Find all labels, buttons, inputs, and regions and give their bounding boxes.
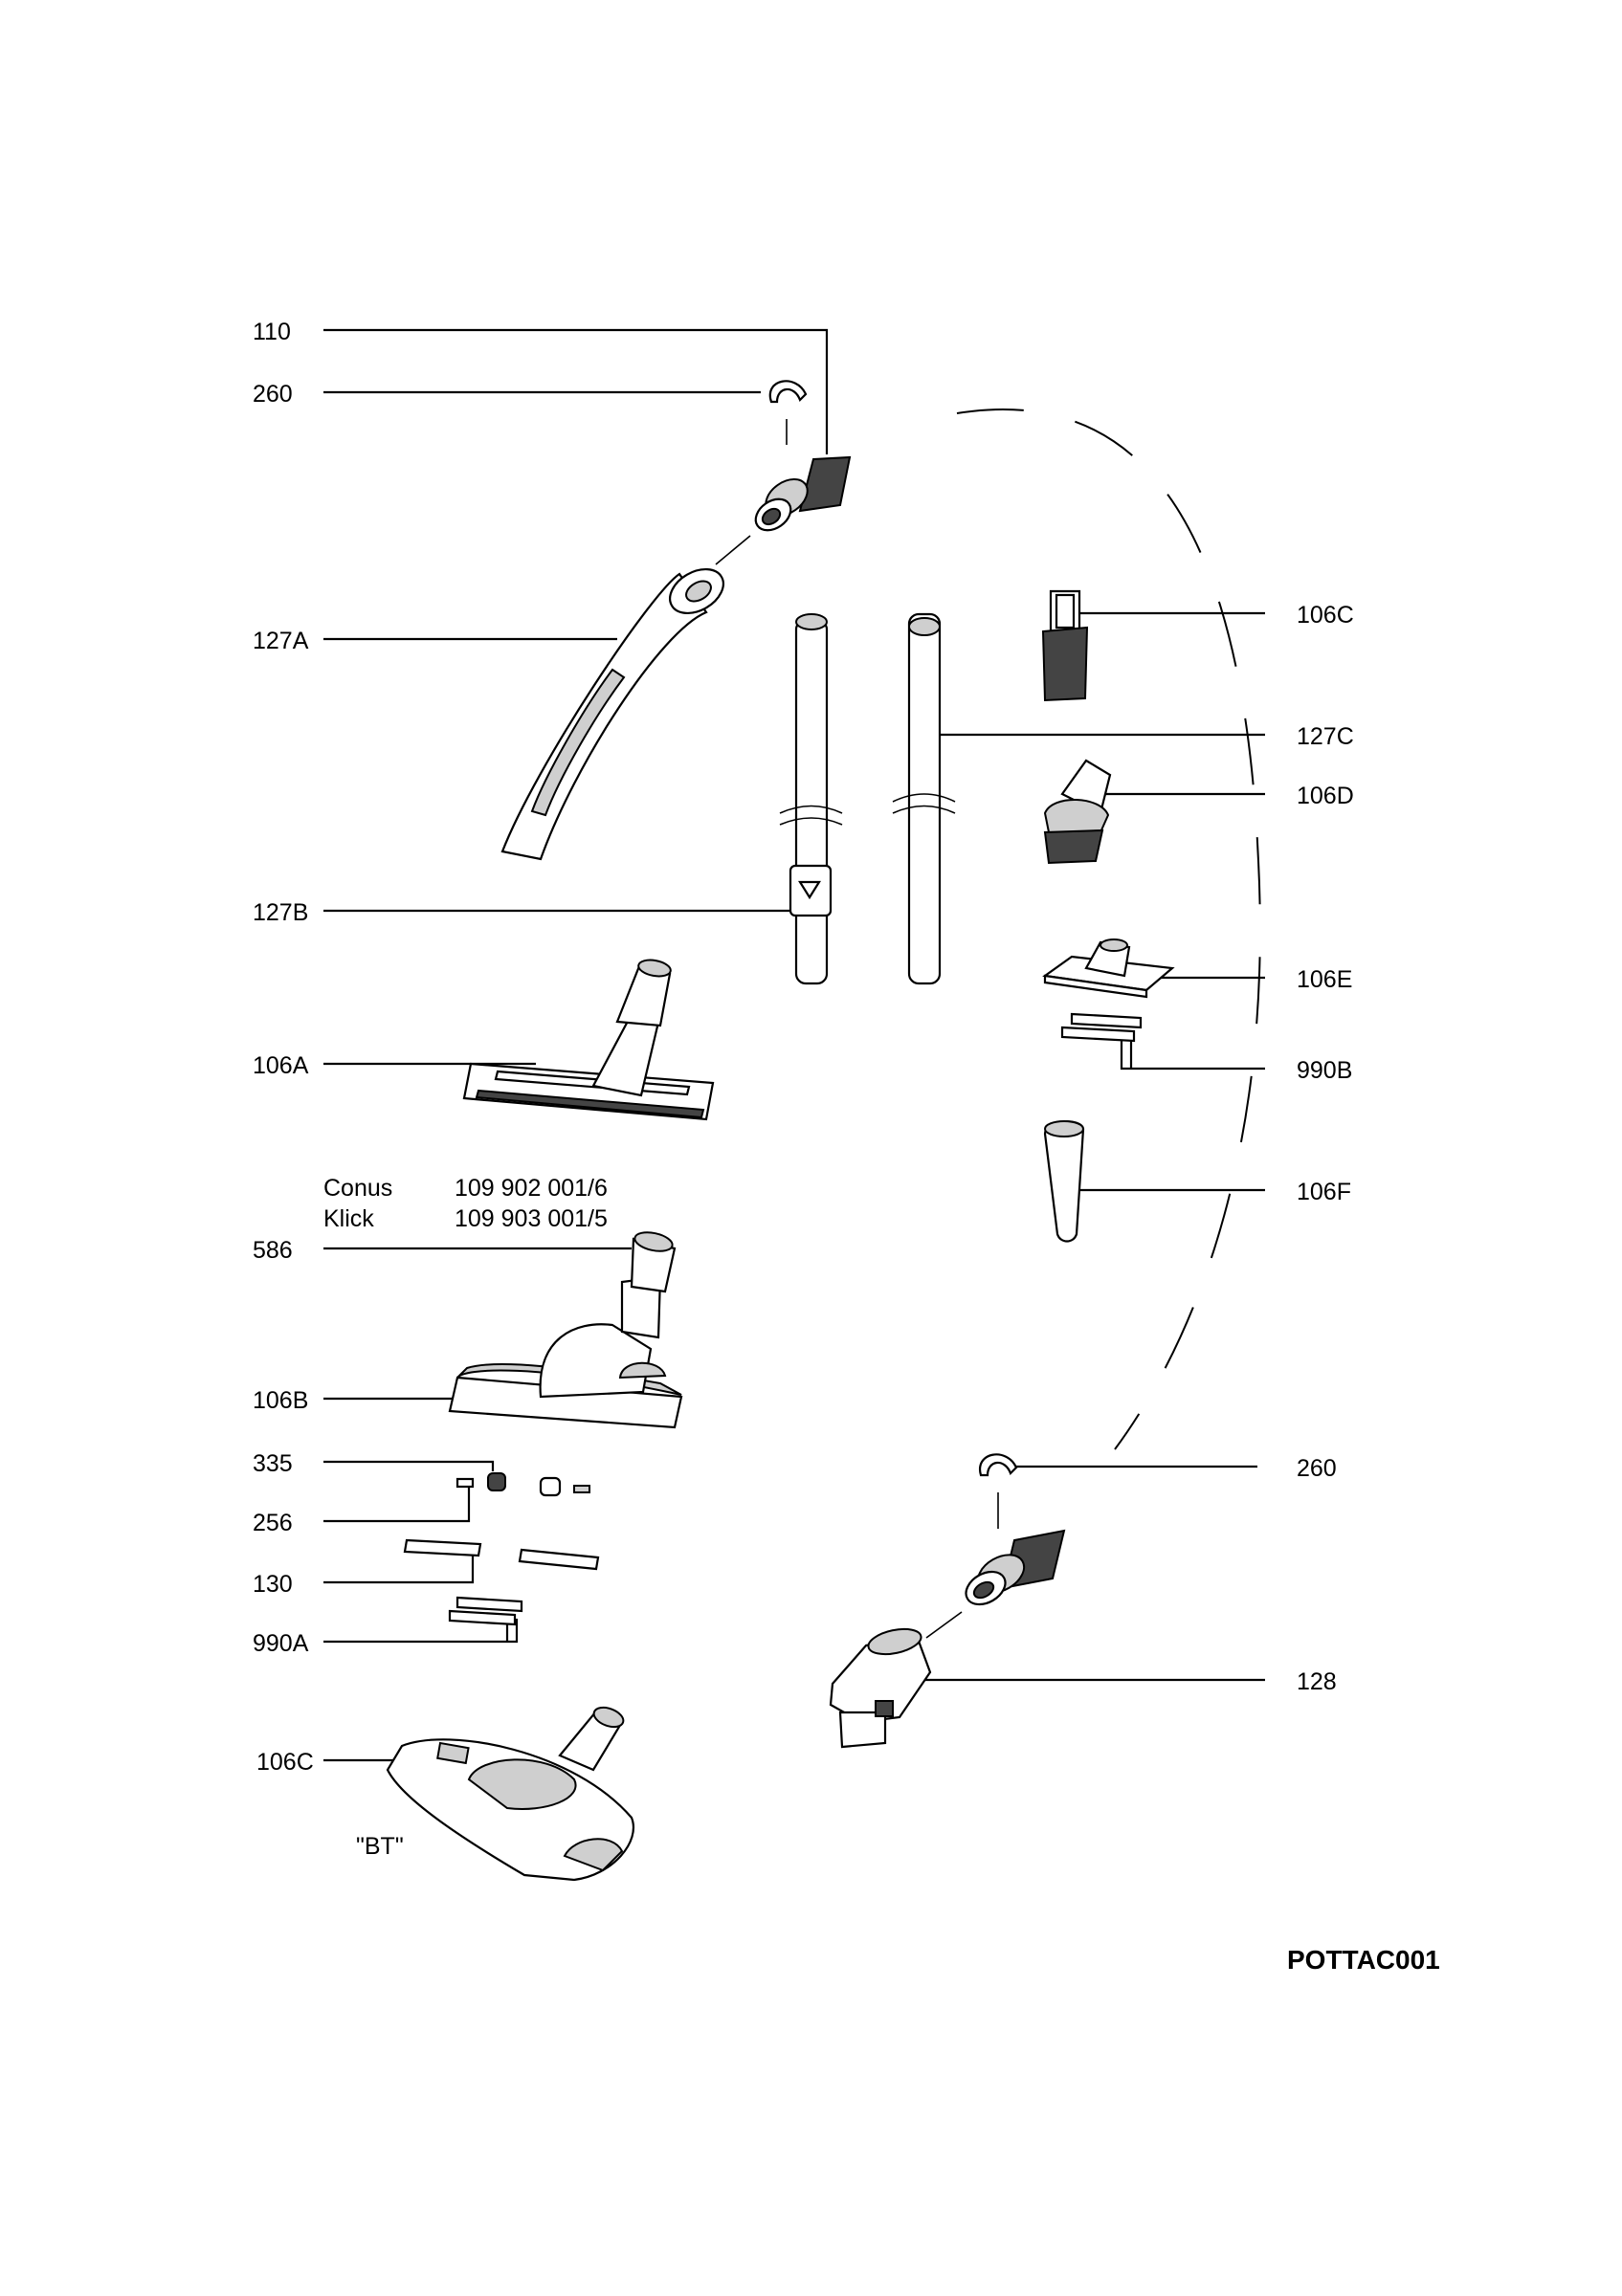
label-260-bottom: 260	[1297, 1455, 1337, 1482]
leader-256	[323, 1485, 471, 1523]
crevice-nozzle-106F-illustration	[1043, 1120, 1085, 1243]
nozzle-106A-illustration	[462, 959, 715, 1121]
variant-code-1: 109 903 001/5	[455, 1205, 608, 1232]
variant-name-0: Conus	[323, 1175, 392, 1202]
hose-outline-dashed	[956, 408, 1261, 1450]
small-parts-335-256-illustration	[455, 1472, 590, 1497]
label-106C-bt: 106C	[256, 1749, 314, 1776]
leader-130	[323, 1552, 475, 1584]
label-256: 256	[253, 1510, 293, 1536]
nozzle-106E-illustration	[1042, 938, 1175, 999]
label-106A: 106A	[253, 1052, 309, 1079]
axis-110-127A	[715, 535, 751, 565]
label-106F: 106F	[1297, 1179, 1351, 1205]
label-106B: 106B	[253, 1387, 308, 1414]
variant-code-0: 109 902 001/6	[455, 1175, 608, 1202]
tube-127B-illustration	[779, 613, 843, 985]
clip-260-top-illustration	[768, 380, 808, 404]
label-106D: 106D	[1297, 783, 1354, 809]
hose-connector-lower-illustration	[965, 1529, 1066, 1606]
hose-connector-110-illustration	[754, 455, 852, 532]
handle-127A-illustration	[500, 567, 724, 861]
clip-260-bottom-illustration	[978, 1453, 1018, 1477]
label-bt: "BT"	[356, 1833, 404, 1860]
label-106E: 106E	[1297, 966, 1352, 993]
label-128: 128	[1297, 1668, 1337, 1695]
label-127A: 127A	[253, 628, 309, 654]
strips-990A-illustration	[448, 1596, 523, 1626]
label-127C: 127C	[1297, 723, 1354, 750]
label-990B: 990B	[1297, 1057, 1352, 1084]
strips-130-illustration	[403, 1538, 600, 1571]
label-106C: 106C	[1297, 602, 1354, 629]
label-335: 335	[253, 1450, 293, 1477]
label-260-top: 260	[253, 381, 293, 408]
leader-110	[323, 328, 829, 454]
label-586: 586	[253, 1237, 293, 1264]
elbow-128-illustration	[829, 1627, 932, 1749]
turbo-nozzle-106C-illustration	[386, 1706, 634, 1882]
label-130: 130	[253, 1571, 293, 1598]
label-127B: 127B	[253, 899, 308, 926]
nozzle-106B-illustration	[448, 1231, 683, 1429]
leader-335	[323, 1460, 495, 1471]
strips-990B-illustration	[1060, 1012, 1143, 1043]
tube-127C-illustration	[892, 612, 956, 985]
brush-106D-illustration	[1043, 759, 1112, 865]
leader-990B	[1120, 1033, 1265, 1071]
label-110: 110	[253, 319, 291, 345]
label-990A: 990A	[253, 1630, 309, 1657]
brush-106C-illustration	[1041, 589, 1089, 702]
axis-lower-128	[925, 1611, 963, 1639]
diagram-code: POTTAC001	[1287, 1945, 1440, 1975]
variant-name-1: Klick	[323, 1205, 374, 1232]
